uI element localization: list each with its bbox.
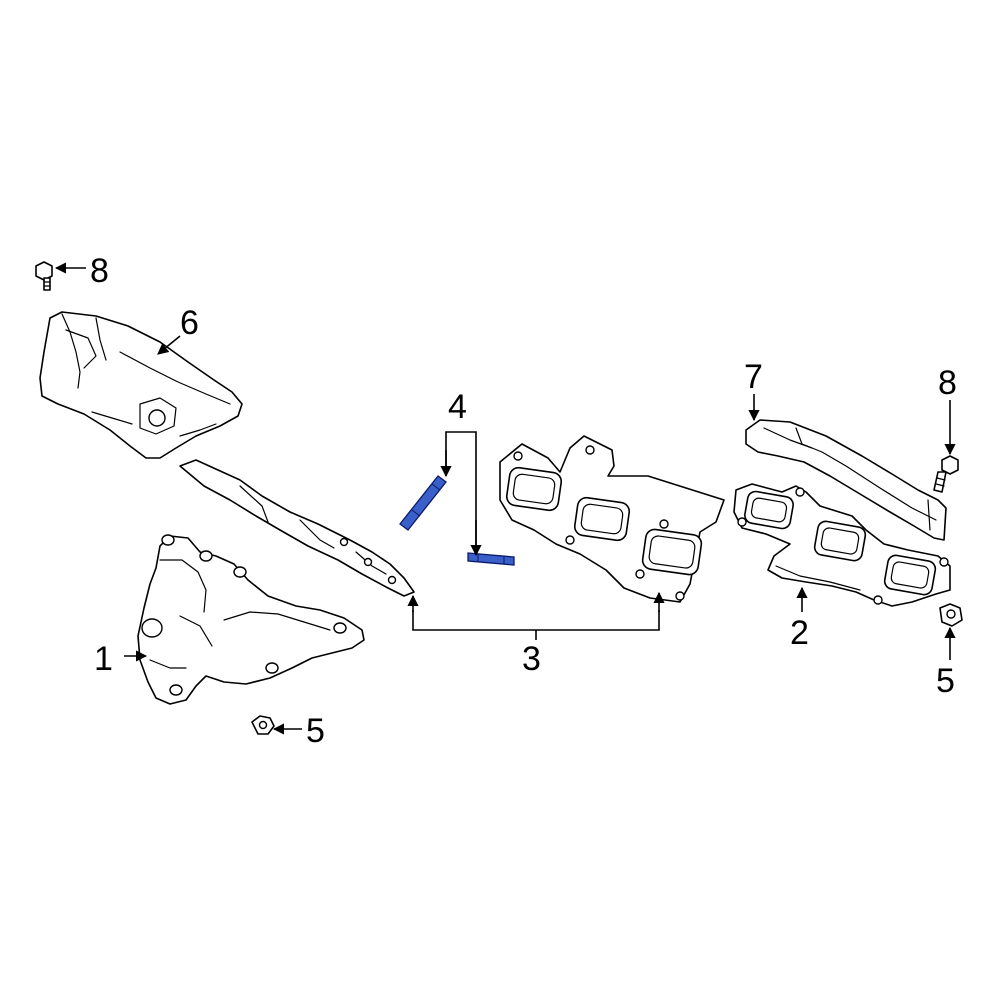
- leader-3-bracket: [412, 610, 660, 631]
- callout-5-left: 5: [306, 712, 325, 750]
- part-7-heat-shield-right[interactable]: [745, 419, 947, 541]
- callout-1: 1: [94, 640, 113, 678]
- callout-labels: 8 6 1 5 4 3 7 8 2 5: [90, 252, 957, 750]
- part-5-nut-left[interactable]: [251, 715, 275, 735]
- leader-4-bracket: [445, 431, 477, 554]
- callout-6: 6: [180, 304, 199, 342]
- part-2-exhaust-manifold-right[interactable]: [733, 483, 951, 607]
- part-5-nut-right[interactable]: [939, 603, 963, 627]
- part-1-exhaust-manifold-left[interactable]: [137, 534, 365, 705]
- callout-4: 4: [448, 388, 467, 426]
- part-6-heat-shield-left[interactable]: [39, 311, 243, 459]
- callout-3: 3: [522, 640, 541, 678]
- leader-lines: [54, 262, 956, 735]
- callout-7: 7: [744, 358, 763, 396]
- callout-2: 2: [790, 614, 809, 652]
- leader-6: [157, 335, 181, 355]
- part-8-bolt-left[interactable]: [35, 261, 53, 291]
- part-3-gasket-right[interactable]: [499, 435, 725, 603]
- callout-8-left: 8: [90, 252, 109, 290]
- callout-8-right: 8: [938, 364, 957, 402]
- part-3-gasket-left[interactable]: [179, 459, 415, 597]
- part-4-stud-upper[interactable]: [399, 475, 447, 531]
- callout-5-right: 5: [936, 662, 955, 700]
- part-8-bolt-right[interactable]: [933, 455, 959, 493]
- part-4-stud-lower[interactable]: [467, 552, 515, 566]
